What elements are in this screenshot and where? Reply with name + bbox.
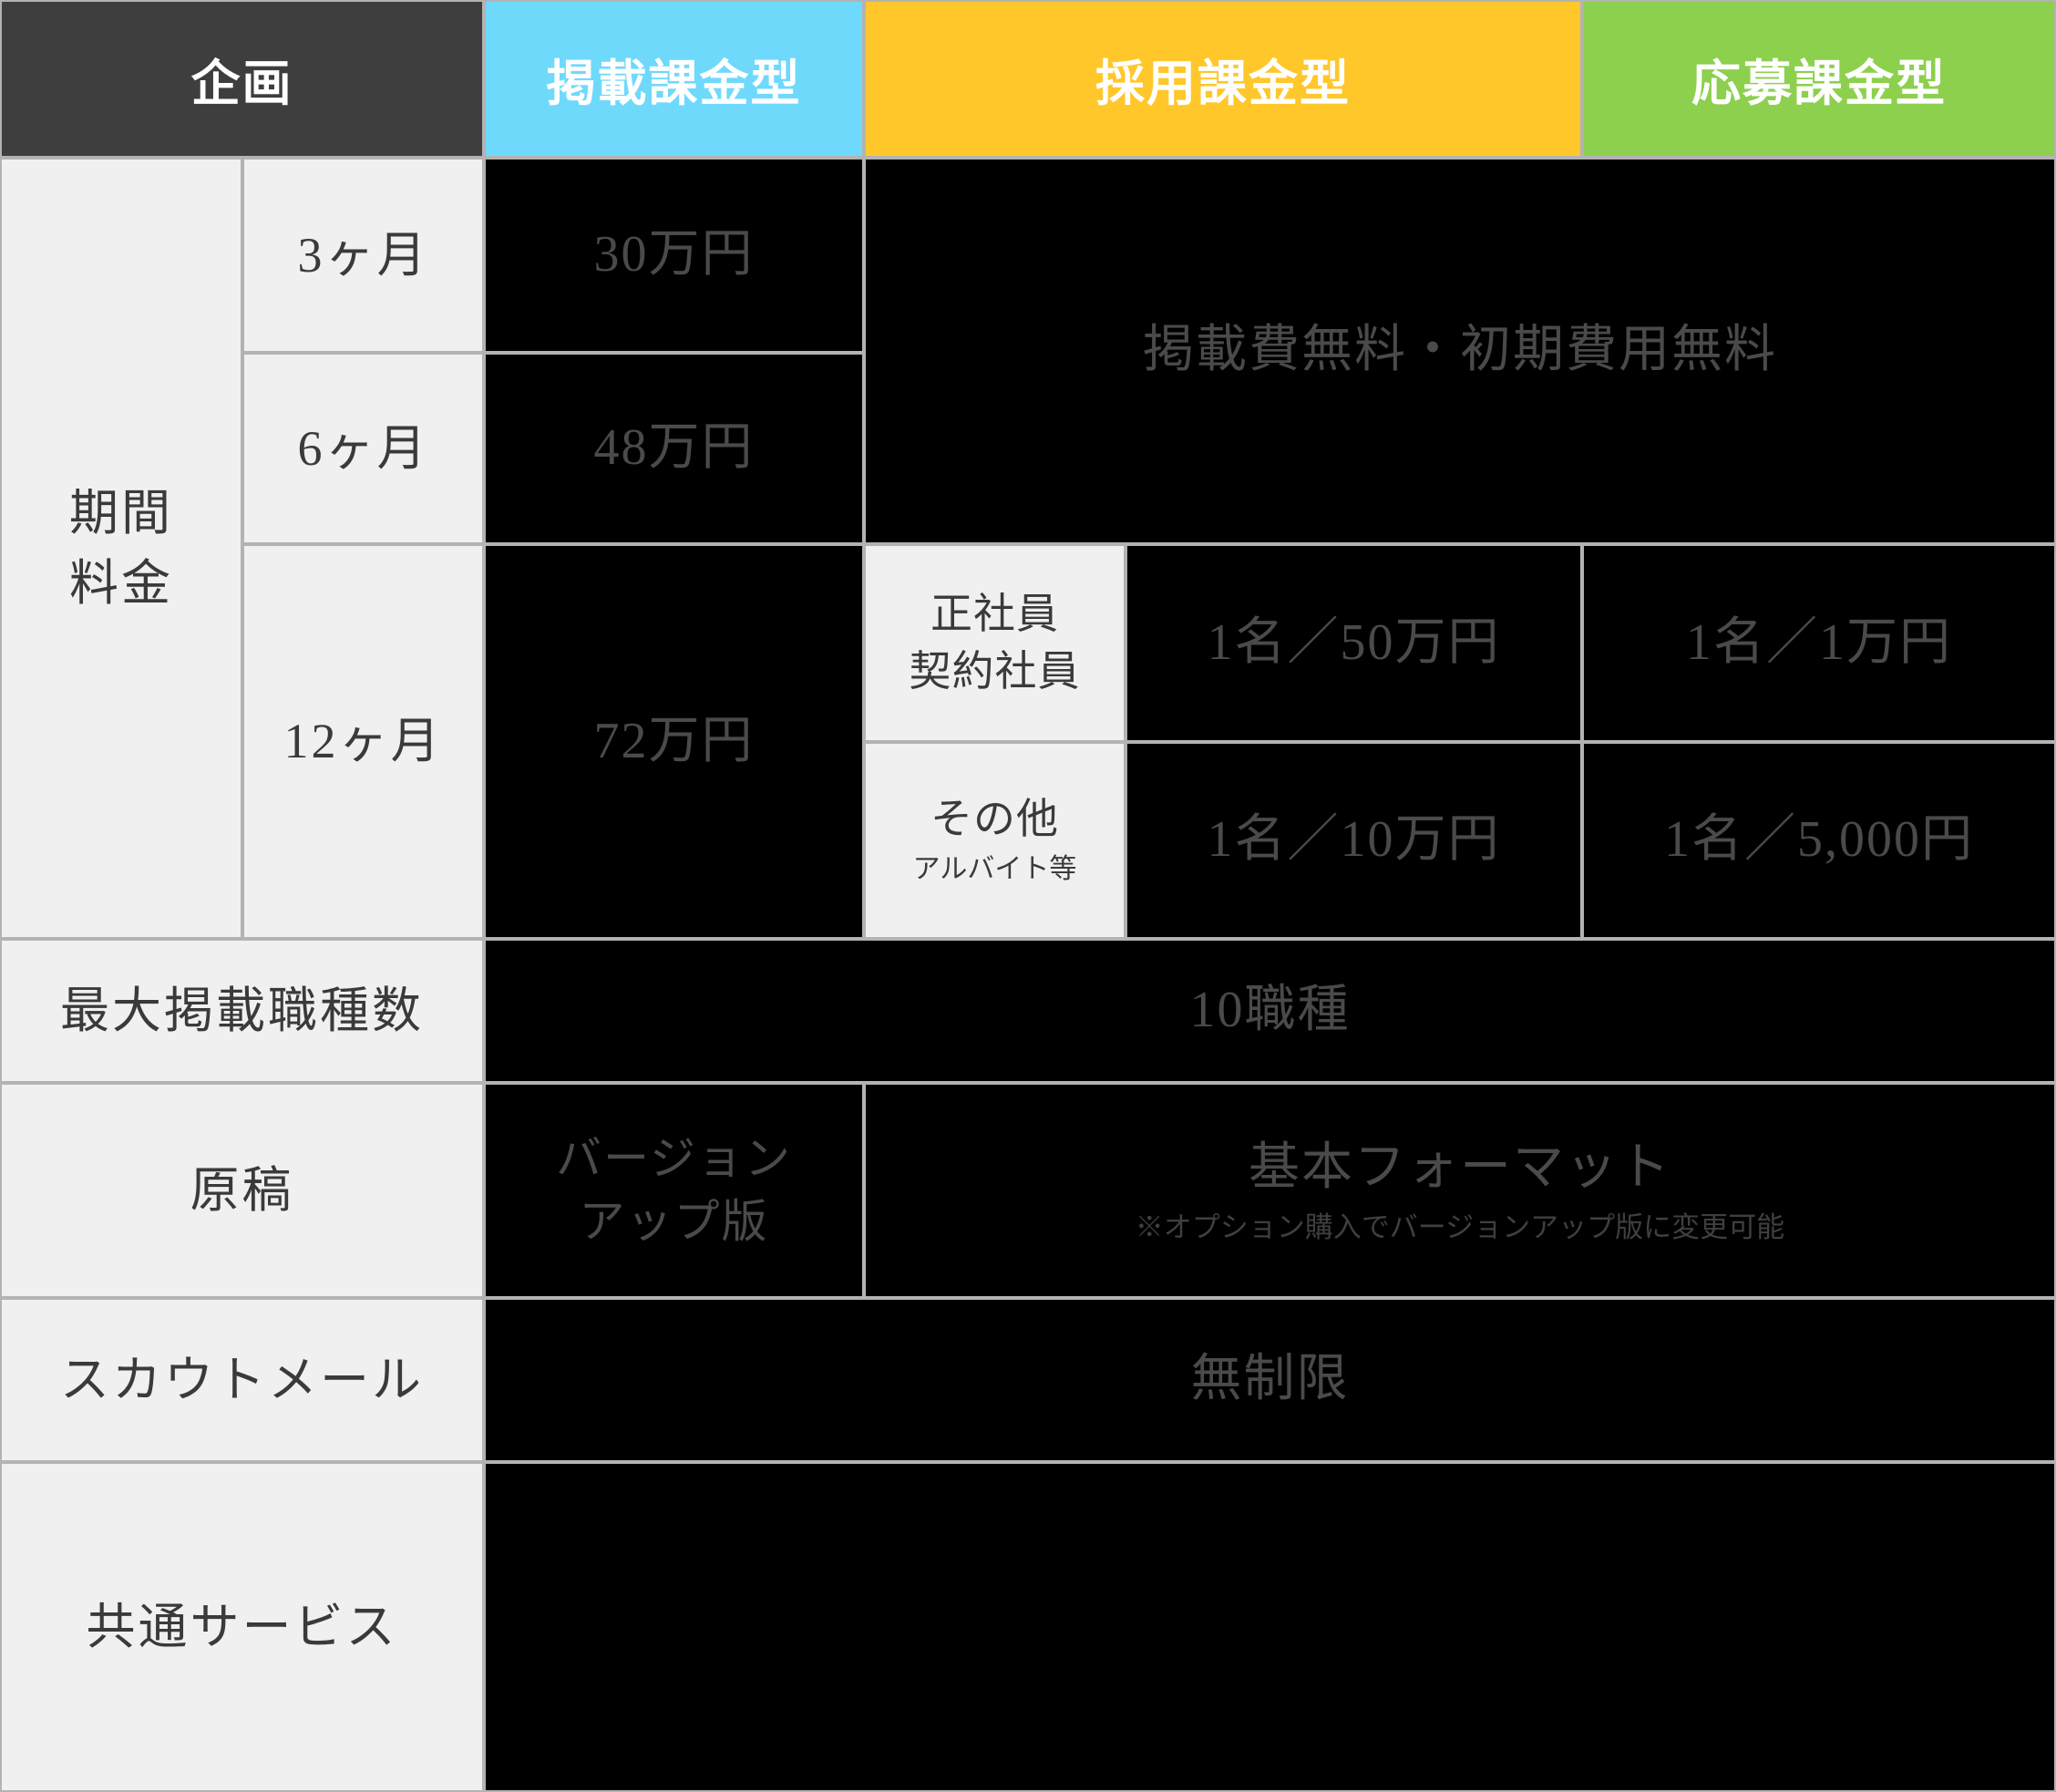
posting-price-6months: 48万円 bbox=[486, 355, 862, 542]
row-label-period-fee-line1: 期間 bbox=[69, 485, 173, 541]
employment-type-other-line1: その他 bbox=[930, 796, 1059, 843]
header-column-posting: 掲載課金型 bbox=[486, 2, 862, 156]
header-column-hiring: 採用課金型 bbox=[866, 2, 1580, 156]
manuscript-value-posting: バージョン アップ版 bbox=[486, 1085, 862, 1296]
manuscript-value-posting-line1: バージョン bbox=[556, 1133, 792, 1184]
manuscript-value-other-main: 基本フォーマット bbox=[1249, 1138, 1671, 1196]
row-label-scout-mail: スカウトメール bbox=[2, 1300, 482, 1460]
row-label-period-fee-line2: 料金 bbox=[69, 555, 173, 611]
duration-cell-12months: 12ヶ月 bbox=[244, 546, 482, 937]
hiring-price-other: 1名／10万円 bbox=[1127, 744, 1580, 937]
header-column-applying: 応募課金型 bbox=[1584, 2, 2054, 156]
row-label-max-job-types: 最大掲載職種数 bbox=[2, 941, 482, 1081]
employment-type-fulltime-line2: 契約社員 bbox=[909, 647, 1081, 695]
manuscript-value-other: 基本フォーマット ※オプション購入でバージョンアップ版に変更可能 bbox=[866, 1085, 2054, 1296]
header-plan-label: 企画 bbox=[2, 2, 482, 156]
scout-mail-value: 無制限 bbox=[486, 1300, 2054, 1460]
manuscript-value-other-note: ※オプション購入でバージョンアップ版に変更可能 bbox=[1135, 1211, 1785, 1244]
hiring-price-fulltime: 1名／50万円 bbox=[1127, 546, 1580, 740]
common-service-value bbox=[486, 1464, 2054, 1790]
row-label-common-service: 共通サービス bbox=[2, 1464, 482, 1790]
applying-price-other: 1名／5,000円 bbox=[1584, 744, 2054, 937]
applying-price-fulltime: 1名／1万円 bbox=[1584, 546, 2054, 740]
posting-price-3months: 30万円 bbox=[486, 160, 862, 351]
manuscript-value-posting-line2: アップ版 bbox=[579, 1196, 769, 1247]
employment-type-fulltime-line1: 正社員 bbox=[930, 591, 1059, 638]
duration-cell-3months: 3ヶ月 bbox=[244, 160, 482, 351]
free-posting-note-cell: 掲載費無料・初期費用無料 bbox=[866, 160, 2054, 542]
employment-type-other-sublabel: アルバイト等 bbox=[912, 853, 1077, 884]
row-label-period-fee: 期間 料金 bbox=[2, 160, 241, 937]
row-label-manuscript: 原稿 bbox=[2, 1085, 482, 1296]
employment-type-other: その他 アルバイト等 bbox=[866, 744, 1124, 937]
max-job-types-value: 10職種 bbox=[486, 941, 2054, 1081]
employment-type-fulltime: 正社員 契約社員 bbox=[866, 546, 1124, 740]
duration-cell-6months: 6ヶ月 bbox=[244, 355, 482, 542]
posting-price-12months: 72万円 bbox=[486, 546, 862, 937]
